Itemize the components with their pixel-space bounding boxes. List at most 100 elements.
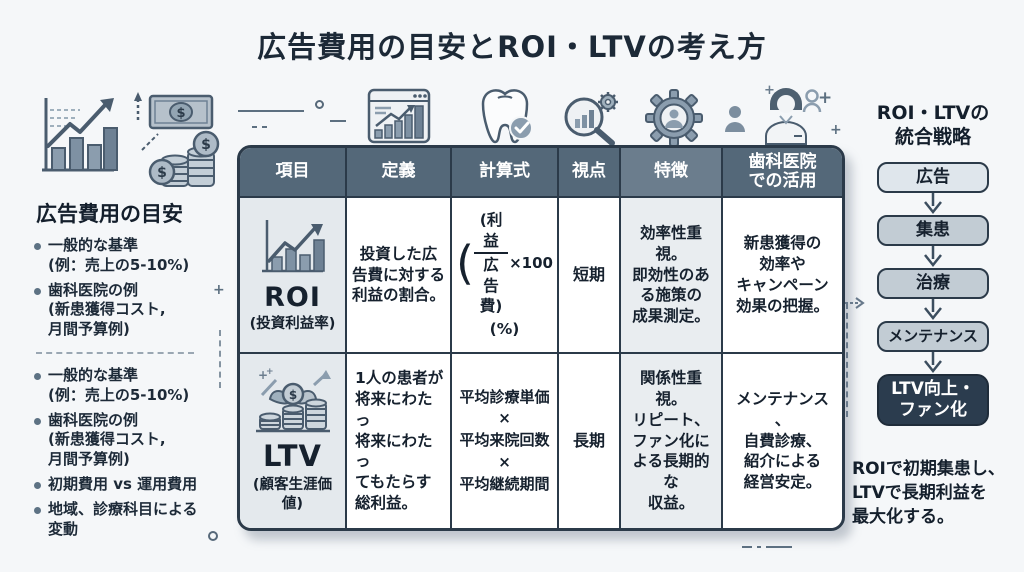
roi-formula-cell: ( (利益 広告費) ×100 (%) bbox=[452, 198, 559, 354]
roi-sublabel: (投資利益率) bbox=[249, 315, 336, 332]
ltv-definition-cell: 1人の患者が 将来にわたっ 将来にわたっ てもたらす 総利益。 bbox=[347, 354, 452, 528]
left-panel-heading: 広告費用の目安 bbox=[36, 202, 183, 226]
ltv-usage-cell: メンテナンス 、 自費診療、 紹介による 経営安定。 bbox=[723, 354, 842, 528]
bullet-text: 歯科医院の例 (新患獲得コスト, 月間予算例) bbox=[48, 280, 166, 339]
decoration-dash bbox=[742, 546, 752, 548]
roi-features-cell: 効率性重視。 即効性のあ る施策の 成果測定。 bbox=[621, 198, 723, 354]
column-header-usage: 歯科医院 での活用 bbox=[723, 148, 842, 198]
column-header-definition: 定義 bbox=[347, 148, 452, 198]
arrow-down-icon bbox=[924, 192, 942, 214]
arrow-down-icon bbox=[924, 245, 942, 267]
formula-paren: ( bbox=[456, 235, 474, 290]
list-item: 歯科医院の例 (新患獲得コスト, 月間予算例) bbox=[34, 281, 232, 340]
list-item: 一般的な基準 (例：売上の5-10%) bbox=[34, 236, 232, 276]
roi-growth-chart-icon bbox=[261, 219, 325, 272]
formula-line: 平均診療単価 bbox=[459, 387, 550, 406]
gear-person-icon bbox=[645, 89, 703, 147]
decoration-dash bbox=[262, 126, 267, 128]
bullet-dot bbox=[34, 481, 41, 489]
formula-line: 平均来院回数 bbox=[459, 431, 550, 450]
arrow-right-icon bbox=[845, 297, 865, 309]
left-panel: $ $ $ 広告費用の目安 一般的な基準 (例：売上の5-10%) 歯科医院の例 bbox=[30, 88, 232, 544]
bullet-dot bbox=[34, 372, 41, 380]
roi-label: ROI bbox=[264, 281, 321, 313]
decoration-dash bbox=[238, 110, 304, 112]
bullet-text: 一般的な基準 (例：売上の5-10%) bbox=[48, 236, 190, 274]
formula-line: 平均継続期間 bbox=[459, 474, 550, 493]
decoration-dash bbox=[330, 120, 346, 122]
dental-team-icon: + bbox=[725, 84, 822, 145]
strategy-flowchart: 広告 集患 治療 メンテナンス LTV向上・ ファン化 bbox=[848, 161, 1018, 426]
ltv-formula-cell: 平均診療単価 × 平均来院回数 × 平均継続期間 bbox=[452, 354, 559, 528]
ltv-sublabel: (顧客生涯価値) bbox=[252, 476, 333, 513]
svg-text:+: + bbox=[258, 368, 268, 382]
money-bill-coins-icon: $ $ $ bbox=[134, 92, 220, 187]
bullet-dot bbox=[34, 417, 41, 425]
formula-unit: (%) bbox=[489, 320, 520, 339]
flow-step-patients: 集患 bbox=[877, 214, 989, 246]
decoration-circle bbox=[208, 531, 218, 541]
roi-definition-cell: 投資した広 告費に対する 利益の割合。 bbox=[347, 198, 452, 354]
decoration-dash bbox=[252, 126, 257, 128]
right-panel-heading: ROI・LTVの 統合戦略 bbox=[876, 102, 990, 148]
strategy-summary: ROIで初期集患し、 LTVで長期利益を 最大化する。 bbox=[852, 459, 1005, 527]
bullet-text: 一般的な基準 (例：売上の5-10%) bbox=[48, 365, 190, 404]
comparison-table: 項目 定義 計算式 視点 特徴 歯科医院 での活用 ROI (投資利益率) 投資… bbox=[237, 145, 845, 531]
decoration-plus: + bbox=[830, 122, 842, 138]
column-header-item: 項目 bbox=[240, 148, 347, 198]
list-item: 地域、診療科目による 変動 bbox=[34, 500, 232, 540]
ltv-coins-plant-icon: + + $ bbox=[255, 367, 331, 433]
formula-denominator: 広告費) bbox=[473, 251, 509, 318]
arrow-down-icon bbox=[924, 351, 942, 373]
formula-numerator: (利益 bbox=[479, 210, 503, 250]
decoration-circle bbox=[315, 100, 324, 109]
bullet-dot bbox=[34, 243, 41, 250]
roi-item-cell: ROI (投資利益率) bbox=[240, 198, 347, 354]
column-header-features: 特徴 bbox=[621, 148, 723, 198]
list-item: 歯科医院の例 (新患獲得コスト, 月間予算例) bbox=[34, 411, 232, 470]
left-panel-icons: $ $ $ bbox=[30, 88, 232, 188]
decoration-plus: + bbox=[818, 88, 833, 108]
flow-step-ad: 広告 bbox=[877, 161, 989, 193]
column-header-formula: 計算式 bbox=[452, 148, 559, 198]
roi-usage-cell: 新患獲得の 効率や キャンペーン 効果の把握。 bbox=[723, 198, 842, 354]
flow-step-maintenance: メンテナンス bbox=[877, 320, 989, 352]
svg-text:$: $ bbox=[176, 106, 185, 121]
svg-text:$: $ bbox=[201, 137, 211, 153]
formula-operator: × bbox=[498, 409, 511, 428]
flow-step-treatment: 治療 bbox=[877, 267, 989, 299]
list-item: 初期費用 vs 運用費用 bbox=[34, 475, 232, 495]
search-analytics-gear-icon bbox=[564, 92, 618, 146]
flow-step-ltv-fan: LTV向上・ ファン化 bbox=[877, 373, 989, 426]
ltv-item-cell: + + $ bbox=[240, 354, 347, 528]
formula-multiplier: ×100 bbox=[509, 254, 553, 273]
decoration-dashed-line bbox=[219, 330, 221, 388]
svg-text:$: $ bbox=[288, 388, 296, 402]
ltv-features-cell: 関係性重視。 リピート、 ファン化に よる長期的な 収益。 bbox=[621, 354, 723, 528]
bullet-dot bbox=[34, 506, 41, 514]
arrow-down-icon bbox=[924, 298, 942, 320]
bar-chart-growth-icon bbox=[42, 98, 118, 172]
ltv-label: LTV bbox=[263, 439, 322, 474]
column-header-viewpoint: 視点 bbox=[559, 148, 621, 198]
bullet-text: 地域、診療科目による 変動 bbox=[48, 499, 198, 538]
svg-text:+: + bbox=[266, 367, 274, 377]
dashed-connector bbox=[846, 303, 848, 417]
decoration-dash bbox=[766, 546, 792, 548]
tooth-check-icon bbox=[481, 89, 533, 144]
list-item: 一般的な基準 (例：売上の5-10%) bbox=[34, 366, 232, 406]
roi-viewpoint-cell: 短期 bbox=[559, 198, 621, 354]
right-panel: ROI・LTVの 統合戦略 広告 集患 治療 メンテナンス LTV向上・ ファン… bbox=[848, 102, 1018, 426]
decoration-plus: + bbox=[213, 282, 225, 298]
bullet-text: 歯科医院の例 (新患獲得コスト, 月間予算例) bbox=[48, 410, 166, 469]
svg-text:+: + bbox=[764, 84, 775, 98]
decoration-dash bbox=[757, 546, 761, 548]
dashboard-chart-icon bbox=[367, 88, 431, 144]
bullet-dot bbox=[34, 287, 41, 295]
formula-operator: × bbox=[498, 452, 511, 471]
left-bullet-list-top: 一般的な基準 (例：売上の5-10%) 歯科医院の例 (新患獲得コスト, 月間予… bbox=[34, 236, 232, 340]
dashed-divider bbox=[36, 351, 194, 354]
ltv-viewpoint-cell: 長期 bbox=[559, 354, 621, 528]
bullet-text: 初期費用 vs 運用費用 bbox=[48, 474, 198, 493]
